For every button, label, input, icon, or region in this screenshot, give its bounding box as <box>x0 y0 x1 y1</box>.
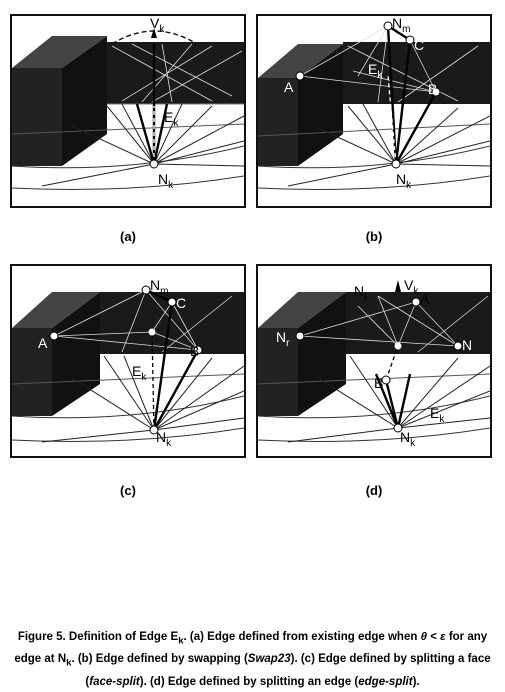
node-nk-label: Nk <box>396 171 412 191</box>
vector-vk-label: Vk <box>404 277 419 297</box>
mesh-diagram-b <box>258 16 490 206</box>
panel-label-a: (a) <box>120 229 136 244</box>
mesh-diagram-d <box>258 266 490 456</box>
edge-ek-label: Ek <box>164 109 179 129</box>
panel-label-d: (d) <box>365 483 383 498</box>
figure-panel-c: Nm C A B Ek Nk <box>10 264 246 458</box>
node-b-label: B <box>190 343 200 359</box>
figure-caption: Figure 5. Definition of Edge Ek. (a) Edg… <box>14 631 491 688</box>
node-nk-label: Nk <box>158 171 174 191</box>
node-c-label: C <box>176 295 187 311</box>
mesh-diagram-a <box>12 16 244 206</box>
node-nk-label: Nk <box>156 429 172 449</box>
node-c-label: C <box>414 37 425 53</box>
edge-ek-label: Ek <box>430 405 445 425</box>
figure-panel-a: Vk Ek Nk <box>10 14 246 208</box>
node-b-label: B <box>428 81 438 97</box>
node-nl-label: Nl <box>354 283 367 303</box>
panel-label-c: (c) <box>120 483 136 498</box>
edge-ek-label: Ek <box>368 61 383 81</box>
node-a-label: A <box>420 291 430 307</box>
node-a-label: A <box>284 79 294 95</box>
panel-label-b: (b) <box>365 229 383 244</box>
mesh-diagram-c <box>12 266 244 456</box>
node-nk-label: Nk <box>400 429 416 449</box>
node-nj-label: N <box>462 337 473 353</box>
node-b-label: B <box>374 375 384 391</box>
edge-ek-label: Ek <box>132 363 147 383</box>
node-nm-label: Nm <box>150 277 169 297</box>
node-a-label: A <box>38 335 48 351</box>
figure-panel-b: Nm C Ek A B Nk <box>256 14 492 208</box>
vector-vk-label: Vk <box>150 15 165 35</box>
figure-panel-d: Nl Vk A Nr N B Ek Nk <box>256 264 492 458</box>
node-nr-label: Nr <box>276 329 290 349</box>
node-nm-label: Nm <box>392 15 411 35</box>
